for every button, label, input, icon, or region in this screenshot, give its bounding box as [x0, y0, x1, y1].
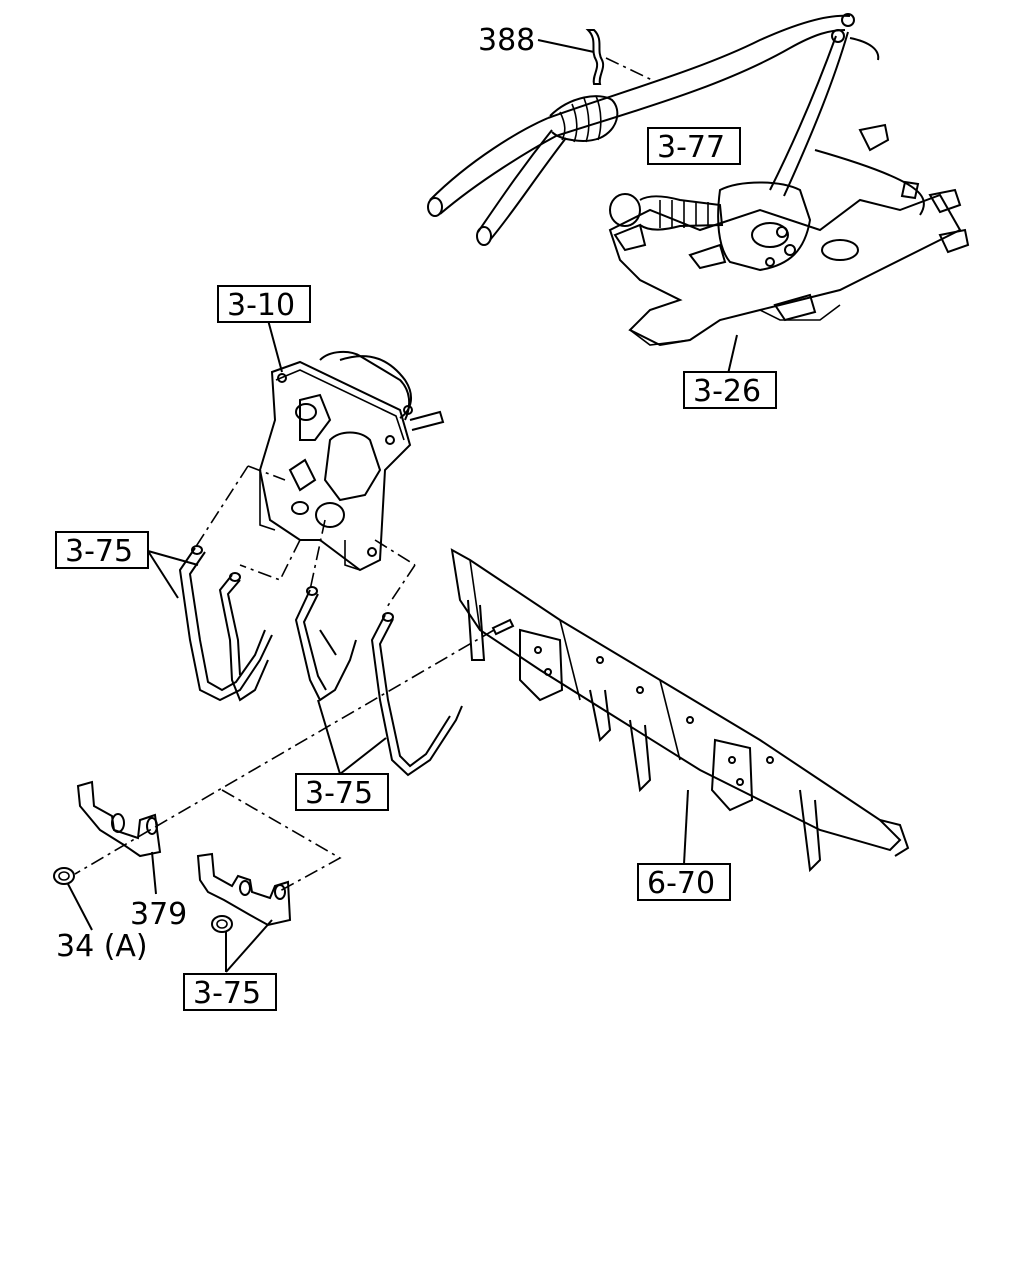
callout-3-10: 3-10 [217, 285, 311, 323]
callout-388: 388 [478, 23, 535, 58]
callout-3-26: 3-26 [683, 371, 777, 409]
svg-text:3-75: 3-75 [65, 534, 133, 569]
callout-3-75-lower: 3-75 [183, 973, 277, 1011]
bracket-379 [76, 780, 162, 858]
brake-tubes [178, 545, 463, 777]
bracket-lower [196, 852, 292, 927]
svg-text:6-70: 6-70 [647, 866, 715, 901]
master-cylinder-bracket [608, 123, 970, 347]
svg-text:3-10: 3-10 [227, 288, 295, 323]
svg-text:3-75: 3-75 [305, 776, 373, 811]
svg-text:34 (A): 34 (A) [56, 929, 148, 964]
callout-34a: 34 (A) [56, 929, 148, 964]
svg-text:3-75: 3-75 [193, 976, 261, 1011]
nut-lower [211, 915, 233, 933]
nut-34a [53, 867, 75, 885]
svg-text:3-77: 3-77 [657, 130, 725, 165]
clip-388 [537, 29, 653, 85]
svg-text:3-26: 3-26 [693, 374, 761, 409]
callout-6-70: 6-70 [637, 863, 731, 901]
pedal-bracket [258, 350, 445, 572]
hose-assembly [427, 13, 880, 246]
callout-3-75-middle: 3-75 [295, 773, 389, 811]
callout-3-75-upper: 3-75 [55, 531, 149, 569]
svg-text:379: 379 [130, 897, 187, 932]
callout-379: 379 [130, 897, 187, 932]
callout-3-77: 3-77 [647, 127, 741, 165]
svg-text:388: 388 [478, 23, 535, 58]
cross-member [450, 548, 910, 873]
